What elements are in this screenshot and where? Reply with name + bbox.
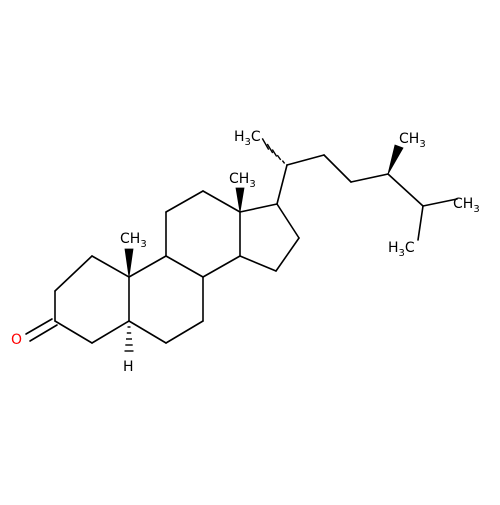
stereo-bonds	[124, 138, 404, 352]
atom-labels: O H CH3 CH3 H3C CH3 CH3 H3C	[11, 129, 480, 375]
c24-methyl-label: CH3	[399, 131, 426, 150]
c13-methyl-label: CH3	[229, 171, 256, 190]
hydrogen-label: H	[123, 359, 134, 375]
bond-lines	[25, 154, 458, 344]
c5-hash-bond	[124, 326, 134, 352]
c25-methyl-a-label: CH3	[453, 196, 480, 215]
oxygen-label: O	[11, 332, 22, 348]
c20-hash-bond	[261, 138, 286, 164]
c20-methyl-label: H3C	[234, 129, 261, 148]
c10-methyl-label: CH3	[120, 231, 147, 250]
c25-methyl-b-label: H3C	[388, 240, 415, 259]
